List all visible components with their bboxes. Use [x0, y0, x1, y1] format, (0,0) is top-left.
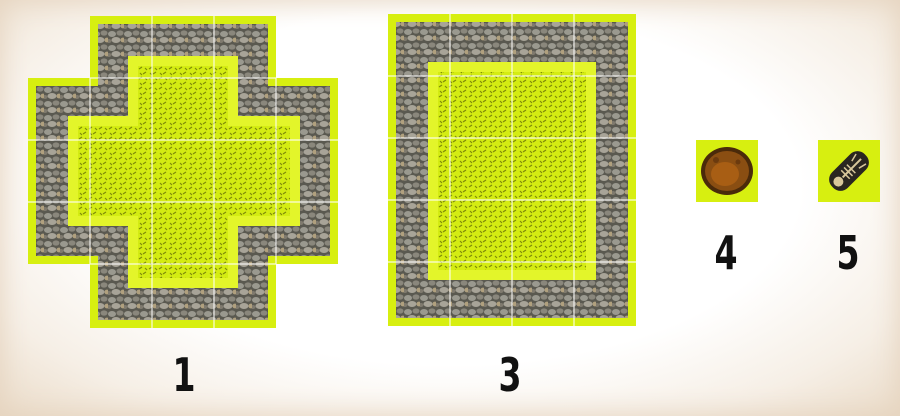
token-tile-4[interactable]: [696, 140, 758, 202]
pit-icon: [696, 140, 758, 202]
tile-3-label: 3: [488, 352, 531, 398]
skeleton-icon: [818, 140, 880, 202]
board-tile-1[interactable]: [28, 16, 338, 328]
token-tile-5[interactable]: [818, 140, 880, 202]
tile-1-label: 1: [162, 352, 205, 398]
tile-5-label: 5: [826, 230, 869, 276]
tile-4-label: 4: [704, 230, 747, 276]
board-tile-3[interactable]: [388, 14, 636, 326]
